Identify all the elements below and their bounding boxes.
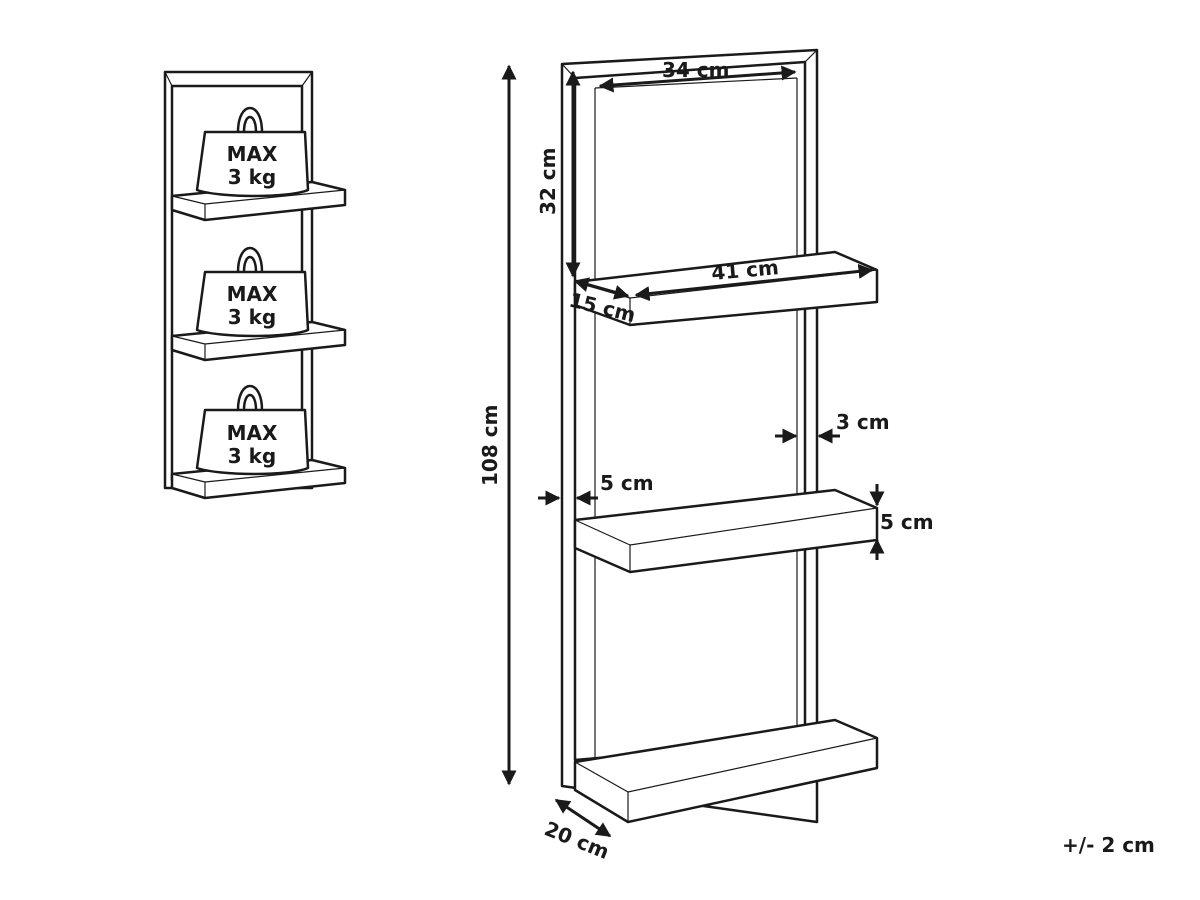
dim-label-base-depth: 20 cm [541,816,613,864]
dim-arrow-top-width [598,65,797,93]
main-frame-inner [573,60,807,762]
dim-arrow-base-depth [554,798,612,838]
weight-label-max: MAX [227,142,278,166]
weight-label-kg: 3 kg [228,305,277,329]
dim-label-top-width: 34 cm [662,58,730,82]
dim-arrow-shelf-length [634,263,874,302]
weight-label-max: MAX [227,421,278,445]
main-shelf-drawing [560,48,879,824]
dim-label-frame-thickness: 5 cm [600,471,654,495]
dim-arrow-shelf-depth [573,277,630,300]
dim-label-total-height: 108 cm [478,405,502,486]
dim-label-shelf-length: 41 cm [710,255,779,285]
weight-label-kg: 3 kg [228,444,277,468]
main-shelf-3 [573,718,879,824]
weight-icon: MAX 3 kg [195,106,310,198]
small-shelf-illustration: MAX 3 kg MAX 3 kg MAX 3 kg [163,70,347,500]
dim-label-top-height: 32 cm [536,148,560,216]
tolerance-note: +/- 2 cm [1062,833,1155,857]
weight-label-max: MAX [227,282,278,306]
weight-icon: MAX 3 kg [195,246,310,338]
dim-label-gap: 3 cm [836,410,890,434]
weight-label-kg: 3 kg [228,165,277,189]
dim-label-shelf-thickness: 5 cm [880,510,934,534]
weight-icon: MAX 3 kg [195,384,310,476]
